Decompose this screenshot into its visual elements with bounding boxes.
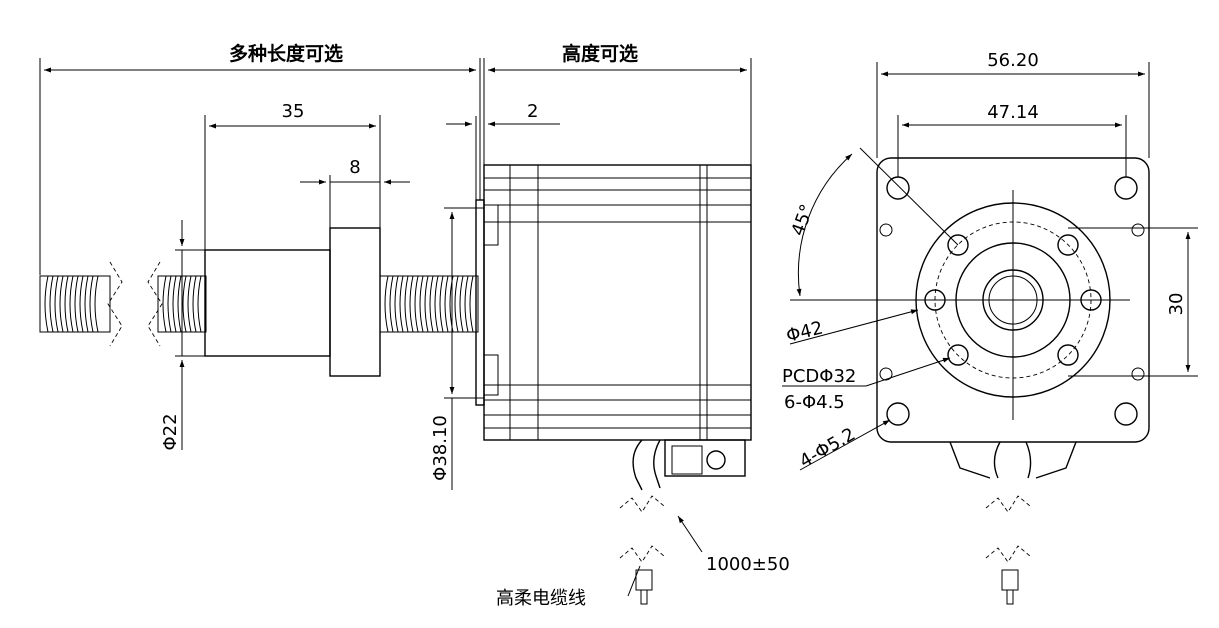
cable-front bbox=[985, 495, 1031, 605]
mount-hole-tr bbox=[1114, 176, 1138, 200]
lead-screw-nut bbox=[204, 227, 381, 377]
motor-front-view bbox=[876, 157, 1150, 479]
label-dim-phi38: Φ38.10 bbox=[430, 415, 451, 481]
leader-holes-4: 4-Φ5.2 bbox=[796, 419, 891, 473]
label-height-choice: 高度可选 bbox=[562, 42, 638, 65]
label-dim-2: 2 bbox=[527, 101, 538, 122]
dimension-8: 8 bbox=[300, 157, 410, 228]
leader-phi42: Φ42 bbox=[784, 309, 919, 347]
cable-side bbox=[619, 495, 665, 605]
dimension-length: 多种长度可选 bbox=[39, 42, 481, 275]
screw-left-threads bbox=[39, 261, 123, 347]
dimension-height: 高度可选 bbox=[483, 42, 752, 165]
dimension-56: 56.20 bbox=[876, 50, 1150, 158]
label-dim-35: 35 bbox=[282, 101, 305, 122]
label-holes-4: 4-Φ5.2 bbox=[796, 424, 859, 473]
label-cable-length: 1000±50 bbox=[706, 554, 790, 575]
dimension-phi22: Φ22 bbox=[160, 220, 205, 451]
label-dim-47: 47.14 bbox=[987, 102, 1039, 123]
label-dim-phi22: Φ22 bbox=[160, 413, 181, 450]
callout-cable-length: 1000±50 bbox=[677, 515, 790, 575]
label-cable-type: 高柔电缆线 bbox=[496, 588, 586, 609]
label-length-choice: 多种长度可选 bbox=[229, 42, 343, 65]
dimension-angle-45: 45° bbox=[788, 147, 959, 301]
dimension-47: 47.14 bbox=[897, 102, 1127, 177]
mount-hole-br bbox=[1114, 402, 1138, 426]
screw-right-threads bbox=[379, 275, 479, 333]
label-dim-30: 30 bbox=[1166, 293, 1187, 316]
motor-side-body bbox=[475, 164, 752, 491]
leader-pcd-holes: PCDΦ32 6-Φ4.5 bbox=[782, 357, 951, 413]
dimension-35: 35 bbox=[204, 101, 381, 250]
label-phi42: Φ42 bbox=[784, 318, 825, 347]
dimension-2: 2 bbox=[446, 101, 560, 200]
label-holes-6: 6-Φ4.5 bbox=[784, 392, 845, 413]
mount-hole-bl bbox=[886, 402, 910, 426]
callout-cable-type: 高柔电缆线 bbox=[496, 565, 641, 609]
label-angle-45: 45° bbox=[788, 202, 819, 239]
label-dim-8: 8 bbox=[349, 157, 360, 178]
label-pcd: PCDΦ32 bbox=[782, 366, 856, 387]
screw-mid-threads bbox=[147, 261, 207, 347]
mount-hole-tl bbox=[886, 176, 910, 200]
lead-screw bbox=[39, 227, 479, 377]
dimension-phi38: Φ38.10 bbox=[430, 207, 484, 490]
label-dim-56: 56.20 bbox=[987, 50, 1039, 71]
dimension-30: 30 bbox=[1068, 227, 1198, 377]
